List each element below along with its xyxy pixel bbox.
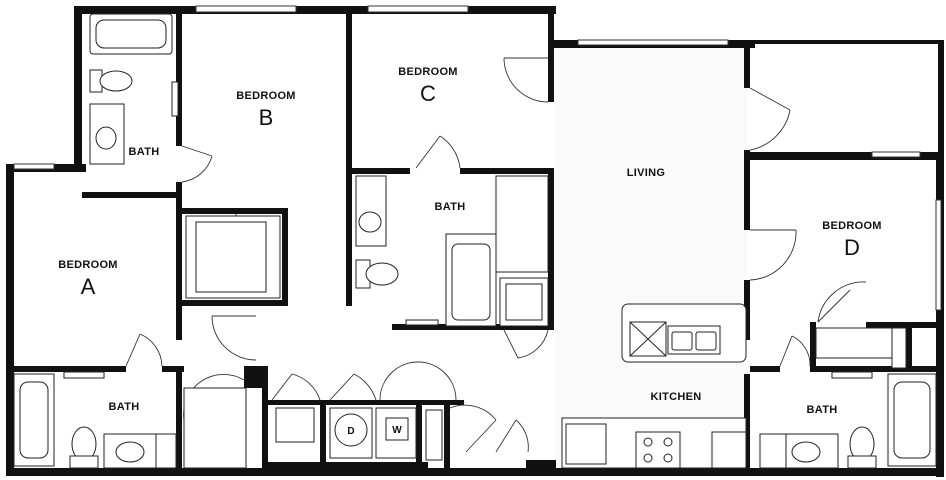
bath-d-label: BATH — [807, 404, 838, 416]
bath-a-fixtures — [13, 371, 177, 469]
living-floor — [555, 48, 747, 468]
windows — [13, 5, 942, 311]
bath-b-fixtures — [89, 13, 179, 165]
laundry-fixtures — [275, 407, 443, 461]
bedroom-b-letter: B — [259, 105, 274, 130]
bedroom-a-label: BEDROOM — [58, 259, 118, 271]
bedroom-d-closet — [815, 327, 907, 369]
closet-b-fixtures — [185, 215, 281, 299]
kitchen-fixtures — [561, 303, 747, 469]
bath-c-fixtures — [355, 175, 549, 327]
bath-b-label: BATH — [129, 146, 160, 158]
bedroom-b-label: BEDROOM — [236, 90, 296, 102]
interior-walls — [6, 6, 944, 476]
living-label: LIVING — [627, 167, 665, 179]
bath-d-fixtures — [759, 371, 937, 469]
washer — [385, 417, 409, 441]
closet-a-fixtures — [183, 387, 247, 469]
bath-c-label: BATH — [435, 201, 466, 213]
kitchen-label: KITCHEN — [651, 391, 702, 403]
bedroom-c-label: BEDROOM — [398, 66, 458, 78]
dryer-label: D — [347, 426, 354, 437]
bedroom-d-label: BEDROOM — [822, 220, 882, 232]
bedroom-a-letter: A — [81, 274, 96, 299]
bedroom-c-letter: C — [420, 81, 436, 106]
washer-label: W — [392, 425, 402, 436]
labels: BEDROOM B BEDROOM C BEDROOM A BEDROOM D … — [58, 66, 882, 437]
dryer — [334, 413, 368, 447]
bath-a-label: BATH — [109, 401, 140, 413]
bedroom-d-letter: D — [844, 235, 860, 260]
